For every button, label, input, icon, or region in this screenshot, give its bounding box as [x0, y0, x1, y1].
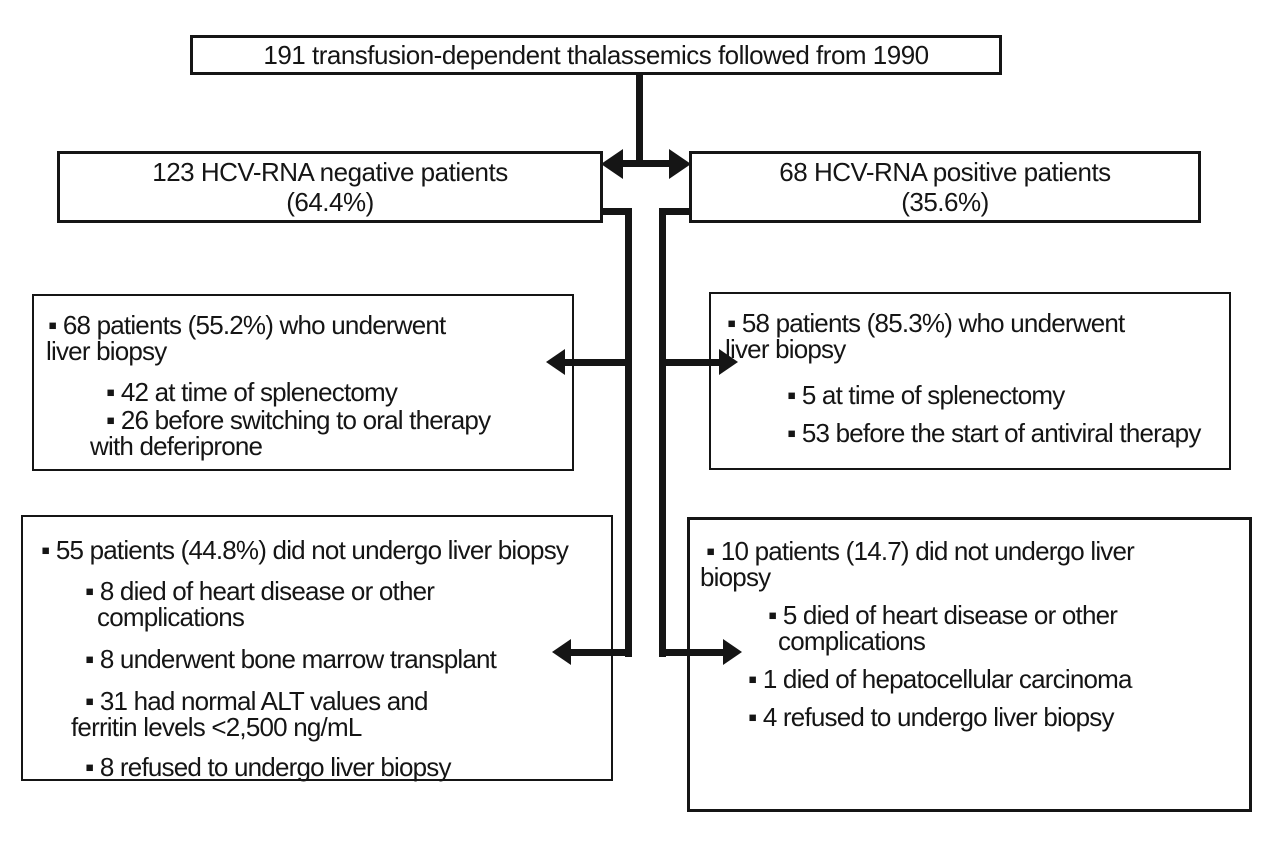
positive-biopsy-line-1: ▪ 58 patients (85.3%) who underwent: [727, 308, 1125, 338]
root-box-label: 191 transfusion-dependent thalassemics f…: [263, 40, 929, 70]
negative-biopsy-arrow-shaft: [564, 359, 632, 366]
negative-branch-line: [625, 208, 632, 657]
negative-no-biopsy-line-7: ▪ 8 refused to undergo liver biopsy: [85, 752, 451, 782]
positive-no-biopsy-line-2: biopsy: [700, 562, 771, 592]
negative-branch-elbow: [601, 208, 632, 215]
negative-no-biopsy-box: ▪ 55 patients (44.8%) did not undergo li…: [21, 515, 613, 781]
positive-branch-elbow: [659, 208, 690, 215]
negative-no-biopsy-line-3: complications: [97, 602, 245, 632]
hcv-positive-box: 68 HCV-RNA positive patients (35.6%): [689, 151, 1201, 223]
hcv-positive-label-line2: (35.6%): [901, 187, 989, 217]
hcv-negative-label-line1: 123 HCV-RNA negative patients: [152, 157, 508, 187]
negative-no-biopsy-line-4: ▪ 8 underwent bone marrow transplant: [85, 644, 497, 674]
positive-no-biopsy-arrow-shaft: [659, 649, 723, 656]
split-arrow-right-head-icon: [669, 149, 691, 179]
negative-no-biopsy-line-2: ▪ 8 died of heart disease or other: [85, 576, 435, 606]
negative-no-biopsy-arrow-shaft: [570, 649, 632, 656]
positive-no-biopsy-line-4: complications: [778, 626, 926, 656]
positive-branch-line: [659, 208, 666, 657]
negative-biopsy-line-3: ▪ 42 at time of splenectomy: [106, 377, 398, 407]
negative-biopsy-arrow-head-icon: [546, 349, 565, 375]
positive-biopsy-arrow-shaft: [659, 359, 719, 366]
negative-no-biopsy-line-1: ▪ 55 patients (44.8%) did not undergo li…: [41, 535, 569, 565]
positive-biopsy-line-2: liver biopsy: [725, 334, 846, 364]
hcv-negative-box: 123 HCV-RNA negative patients (64.4%): [57, 151, 603, 223]
positive-biopsy-box: ▪ 58 patients (85.3%) who underwent live…: [709, 292, 1231, 470]
negative-biopsy-box: ▪ 68 patients (55.2%) who underwent live…: [32, 294, 574, 471]
positive-no-biopsy-line-3: ▪ 5 died of heart disease or other: [768, 600, 1118, 630]
positive-no-biopsy-arrow-head-icon: [723, 639, 742, 665]
positive-no-biopsy-box: ▪ 10 patients (14.7) did not undergo liv…: [687, 517, 1252, 812]
positive-biopsy-arrow-head-icon: [719, 349, 738, 375]
negative-no-biopsy-line-5: ▪ 31 had normal ALT values and: [85, 686, 429, 716]
positive-no-biopsy-line-5: ▪ 1 died of hepatocellular carcinoma: [748, 664, 1132, 694]
negative-no-biopsy-arrow-head-icon: [552, 639, 571, 665]
hcv-negative-label-line2: (64.4%): [286, 187, 374, 217]
positive-biopsy-line-3: ▪ 5 at time of splenectomy: [787, 380, 1065, 410]
split-arrow-left-head-icon: [601, 149, 623, 179]
hcv-positive-label-line1: 68 HCV-RNA positive patients: [779, 157, 1111, 187]
root-box: 191 transfusion-dependent thalassemics f…: [190, 35, 1002, 75]
negative-biopsy-line-4: ▪ 26 before switching to oral therapy: [106, 405, 491, 435]
positive-biopsy-line-4: ▪ 53 before the start of antiviral thera…: [787, 418, 1201, 448]
split-double-arrow-shaft: [618, 160, 674, 167]
root-stem-line: [636, 74, 643, 167]
negative-biopsy-line-5: with deferiprone: [90, 431, 263, 461]
negative-no-biopsy-line-6: ferritin levels <2,500 ng/mL: [71, 712, 362, 742]
positive-no-biopsy-line-1: ▪ 10 patients (14.7) did not undergo liv…: [706, 536, 1135, 566]
positive-no-biopsy-line-6: ▪ 4 refused to undergo liver biopsy: [748, 702, 1114, 732]
negative-biopsy-line-2: liver biopsy: [46, 336, 167, 366]
negative-biopsy-line-1: ▪ 68 patients (55.2%) who underwent: [48, 310, 446, 340]
